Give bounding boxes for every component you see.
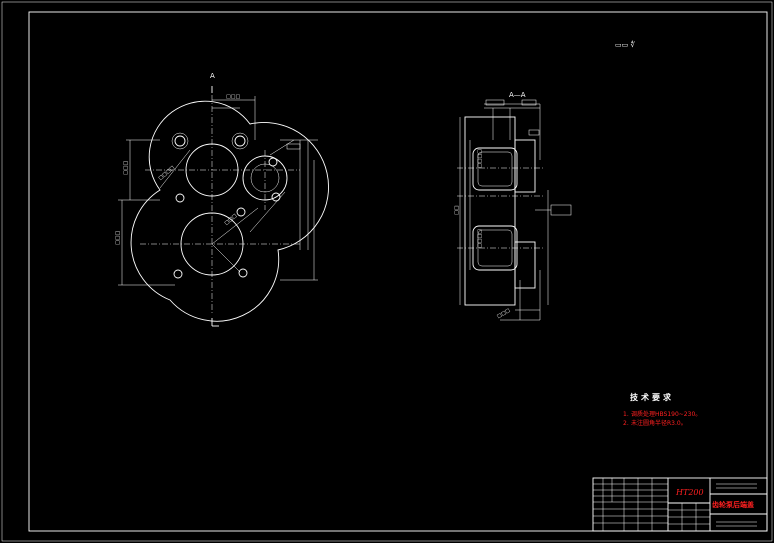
part-name: 齿轮泵后端盖 [712,500,754,509]
svg-text:□□□□: □□□□ [477,149,483,168]
requirement-2-number: 2. [623,420,629,427]
inner-border [28,11,768,532]
roughness-note: ▭▭ ∜ [615,40,635,49]
section-mark-top: A [210,72,215,80]
svg-text:□□□□: □□□□ [157,165,176,182]
requirement-1-number: 1. [623,411,629,418]
svg-text:□□□: □□□ [226,94,240,100]
svg-text:□□□□: □□□□ [477,229,483,248]
svg-text:□□□: □□□ [496,307,512,319]
technical-requirements: 技术要求 1. 调质处理HBS190~230。 2. 未注圆角半径R3.0。 [623,392,701,427]
section-view-label: A—A [509,91,526,99]
svg-text:□□□: □□□ [115,231,121,245]
title-block: HT200 齿轮泵后端盖 [592,477,768,532]
svg-text:□□: □□ [454,205,460,215]
material-label: HT200 [675,488,704,497]
front-view: A [115,72,329,327]
requirement-1-text: 调质处理HBS190~230。 [631,410,701,418]
tech-title: 技术要求 [630,392,674,402]
section-body [464,116,516,306]
svg-text:□□□: □□□ [123,161,129,175]
section-view: A—A □□ □□□□ □□□□ [454,91,572,321]
requirement-2-text: 未注圆角半径R3.0。 [631,419,687,427]
part-outline [130,100,329,322]
